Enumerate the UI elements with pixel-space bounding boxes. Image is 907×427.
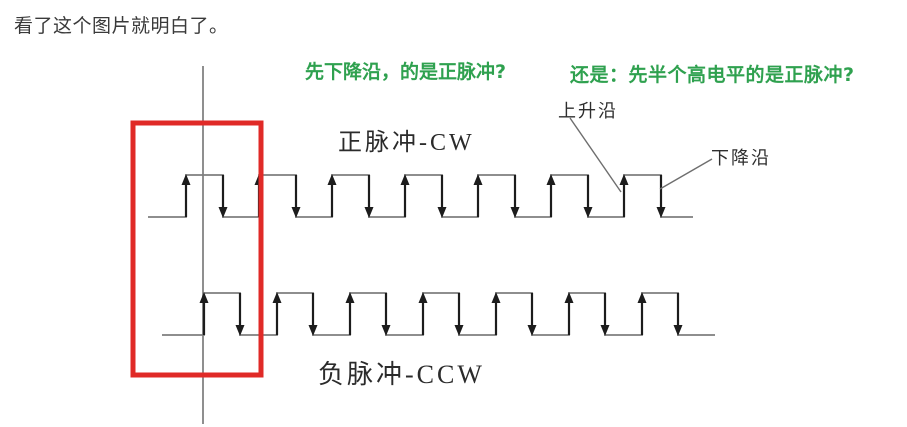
waveform-ccw-outline: [162, 292, 715, 336]
caption-text: 看了这个图片就明白了。: [14, 15, 229, 37]
waveform-ccw-rising-arrow-icon: [418, 292, 428, 303]
waveform-cw-rising-arrow-icon: [327, 174, 337, 185]
waveform-ccw-falling-arrow-icon: [381, 325, 391, 336]
rising-edge-label: 上升沿: [558, 101, 618, 121]
waveform-ccw-rising-arrow-icon: [491, 292, 501, 303]
falling-edge-leader: [659, 158, 713, 190]
waveform-cw-rising-arrow-icon: [400, 174, 410, 185]
waveform-ccw-rising-arrow-icon: [272, 292, 282, 303]
falling-edge-label: 下降沿: [711, 148, 771, 168]
waveform-ccw-falling-arrow-icon: [235, 325, 245, 336]
ccw-waveform-title: 负脉冲-CCW: [318, 360, 485, 389]
waveform-cw-falling-arrow-icon: [583, 207, 593, 218]
waveform-ccw-falling-arrow-icon: [600, 325, 610, 336]
rising-edge-leader: [569, 117, 622, 193]
waveform-cw-falling-arrow-icon: [364, 207, 374, 218]
highlight-box: [130, 120, 264, 378]
question-first-falling-edge: 先下降沿，的是正脉冲?: [305, 61, 507, 83]
waveform-ccw-rising-arrow-icon: [564, 292, 574, 303]
waveform-cw-outline: [148, 174, 693, 218]
waveform-ccw-falling-arrow-icon: [308, 325, 318, 336]
waveform-cw-rising-arrow-icon: [619, 174, 629, 185]
waveform-ccw-falling-arrow-icon: [527, 325, 537, 336]
waveform-ccw-rising-arrow-icon: [637, 292, 647, 303]
waveform-cw-falling-arrow-icon: [218, 207, 228, 218]
waveform-cw-rising-arrow-icon: [181, 174, 191, 185]
waveform-ccw-falling-arrow-icon: [673, 325, 683, 336]
waveform-cw-falling-arrow-icon: [291, 207, 301, 218]
waveform-cw-falling-arrow-icon: [437, 207, 447, 218]
question-half-high-level: 还是：先半个高电平的是正脉冲?: [570, 64, 855, 86]
waveform-cw-rising-arrow-icon: [546, 174, 556, 185]
waveform-cw-falling-arrow-icon: [510, 207, 520, 218]
waveform-ccw-rising-arrow-icon: [345, 292, 355, 303]
cw-waveform-title: 正脉冲-CW: [338, 130, 475, 156]
waveform-cw-falling-arrow-icon: [656, 207, 666, 218]
waveform-ccw-rising-arrow-icon: [199, 292, 209, 303]
waveform-cw-rising-arrow-icon: [473, 174, 483, 185]
waveform-ccw-falling-arrow-icon: [454, 325, 464, 336]
